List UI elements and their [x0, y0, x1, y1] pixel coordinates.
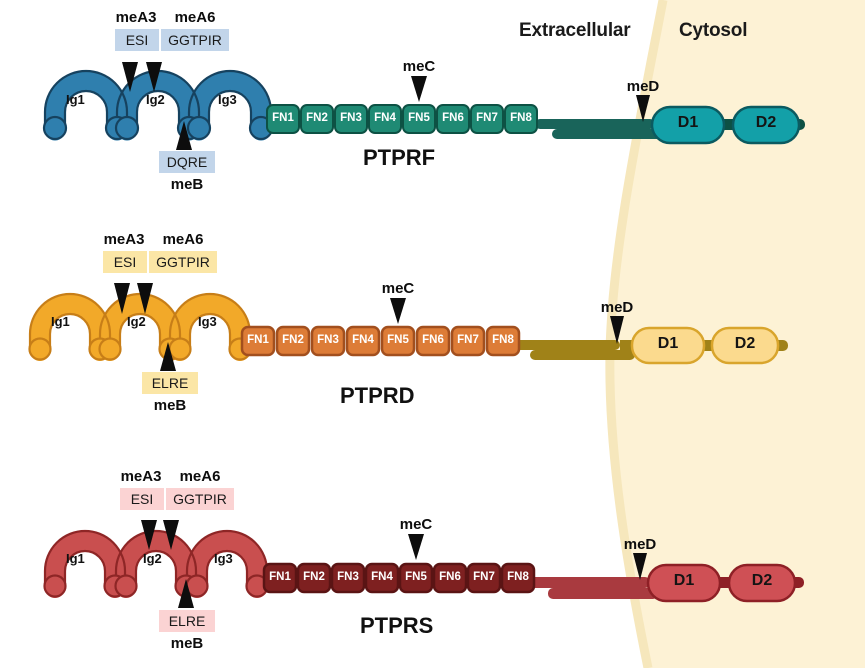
ptprd-meB-label: meB	[153, 397, 187, 414]
ptprd-arrows	[114, 283, 624, 371]
ptprd-cyto-domains	[630, 326, 780, 365]
ptprf-ig3-label: Ig3	[218, 92, 237, 107]
ptprd-fn7-label: FN7	[457, 334, 479, 346]
ptprs-name: PTPRS	[360, 613, 434, 638]
ptprf-meB-label: meB	[170, 176, 204, 193]
ptprf-fn5-label: FN5	[408, 112, 430, 124]
ptprs-meA6-label: meA6	[179, 468, 221, 485]
ptprs-fn8-label: FN8	[507, 571, 529, 583]
ptprs-fn2-label: FN2	[303, 571, 325, 583]
ptprd-fn8-label: FN8	[492, 334, 514, 346]
ptprs-fn6-label: FN6	[439, 571, 461, 583]
ptprd-fn2-label: FN2	[282, 334, 304, 346]
ptprd-meA6-seq-box: GGTPIR	[149, 251, 217, 273]
ptprf-ig2-label: Ig2	[146, 92, 165, 107]
ptprd-meD-label: meD	[600, 299, 634, 316]
ptprs-arrows	[141, 520, 647, 608]
ptprs-meA3-label: meA3	[120, 468, 162, 485]
ptprd-ig-outline	[28, 292, 252, 353]
ptprf-meA3-seq-box: ESI	[115, 29, 159, 51]
ptprf-fn-domains	[266, 104, 538, 134]
ptprd-meB-seq-box: ELRE	[142, 372, 198, 394]
ptprf-fn1-label: FN1	[272, 112, 294, 124]
ptprd-fn3-label: FN3	[317, 334, 339, 346]
ptprf-meD-label: meD	[626, 78, 660, 95]
ptprd-fn5-label: FN5	[387, 334, 409, 346]
ptprd-ig2-label: Ig2	[127, 314, 146, 329]
ptprf-d1-label: D1	[677, 114, 699, 131]
ptprs-fn4-label: FN4	[371, 571, 393, 583]
ptprd-graphic	[28, 283, 788, 371]
ptprd-fn1-label: FN1	[247, 334, 269, 346]
ptprd-meC-label: meC	[381, 280, 415, 297]
ptprs-fn1-label: FN1	[269, 571, 291, 583]
ptprf-ig-domains	[44, 70, 272, 141]
ptprd-name: PTPRD	[340, 383, 415, 408]
ptprs-cyto-domains	[646, 563, 797, 603]
ptprd-ig1-label: Ig1	[51, 314, 70, 329]
ptprs-meA6-seq-box: GGTPIR	[166, 488, 234, 510]
ptprf-graphic	[42, 62, 805, 150]
ptprd-ig-feet	[28, 337, 252, 361]
ptprf-meC-label: meC	[402, 58, 436, 75]
ptprs-fn-domains	[262, 562, 536, 594]
ptprf-fn6-label: FN6	[442, 112, 464, 124]
ptprd-ig3-label: Ig3	[198, 314, 217, 329]
ptprs-fn3-label: FN3	[337, 571, 359, 583]
ptprs-ig2-label: Ig2	[143, 551, 162, 566]
ptprs-ig1-label: Ig1	[66, 551, 85, 566]
ptprf-arrows	[122, 62, 650, 150]
ptprs-meB-seq-box: ELRE	[159, 610, 215, 632]
ptprs-ig-domains	[45, 531, 267, 598]
ptprd-fn6-label: FN6	[422, 334, 444, 346]
ptprs-ig-outline	[43, 529, 269, 590]
ptprf-fn2-label: FN2	[306, 112, 328, 124]
ptprs-d2-label: D2	[751, 572, 773, 589]
protein-row-ptprd: ESI GGTPIR ELRE meA3 meA6 meB meC meD Ig…	[0, 228, 865, 443]
ptprf-cyto-domains	[650, 105, 801, 145]
ptprf-ig1-label: Ig1	[66, 92, 85, 107]
ptprd-meA3-seq-box: ESI	[103, 251, 147, 273]
ptprs-meB-label: meB	[170, 635, 204, 652]
ptprd-fn-domains	[240, 325, 521, 357]
protein-row-ptprs: ESI GGTPIR ELRE meA3 meA6 meB meC meD Ig…	[0, 460, 865, 668]
ptprs-ig3-label: Ig3	[214, 551, 233, 566]
ptprf-ig-feet	[42, 115, 274, 141]
ptprd-ig-domains	[30, 294, 250, 361]
ptprs-meD-label: meD	[623, 536, 657, 553]
ptprs-ig-feet	[43, 574, 269, 598]
ptprf-fn4-label: FN4	[374, 112, 396, 124]
ptprf-meB-seq-box: DQRE	[159, 151, 215, 173]
ptprd-meA6-label: meA6	[162, 231, 204, 248]
ptprf-name: PTPRF	[363, 145, 436, 170]
ptprf-ig-outline	[43, 69, 273, 132]
ptprf-fn3-label: FN3	[340, 112, 362, 124]
ptprd-d2-label: D2	[734, 335, 756, 352]
label-extracellular: Extracellular	[519, 20, 631, 41]
label-cytosol: Cytosol	[679, 20, 748, 41]
ptprs-graphic	[43, 520, 804, 608]
ptprd-d1-label: D1	[657, 335, 679, 352]
ptprs-fn5-label: FN5	[405, 571, 427, 583]
ptprs-fn7-label: FN7	[473, 571, 495, 583]
ptprf-fn8-label: FN8	[510, 112, 532, 124]
ptprs-meA3-seq-box: ESI	[120, 488, 164, 510]
ptprf-meA6-seq-box: GGTPIR	[161, 29, 229, 51]
protein-row-ptprf: ESI GGTPIR DQRE meA3 meA6 meB meC meD Ig…	[0, 0, 865, 215]
ptprf-meA3-label: meA3	[115, 9, 157, 26]
ptprf-d2-label: D2	[755, 114, 777, 131]
ptprd-fn4-label: FN4	[352, 334, 374, 346]
ptprf-meA6-label: meA6	[174, 9, 216, 26]
ptprs-d1-label: D1	[673, 572, 695, 589]
ptprf-fn7-label: FN7	[476, 112, 498, 124]
ptprd-meA3-label: meA3	[103, 231, 145, 248]
ptprs-meC-label: meC	[399, 516, 433, 533]
